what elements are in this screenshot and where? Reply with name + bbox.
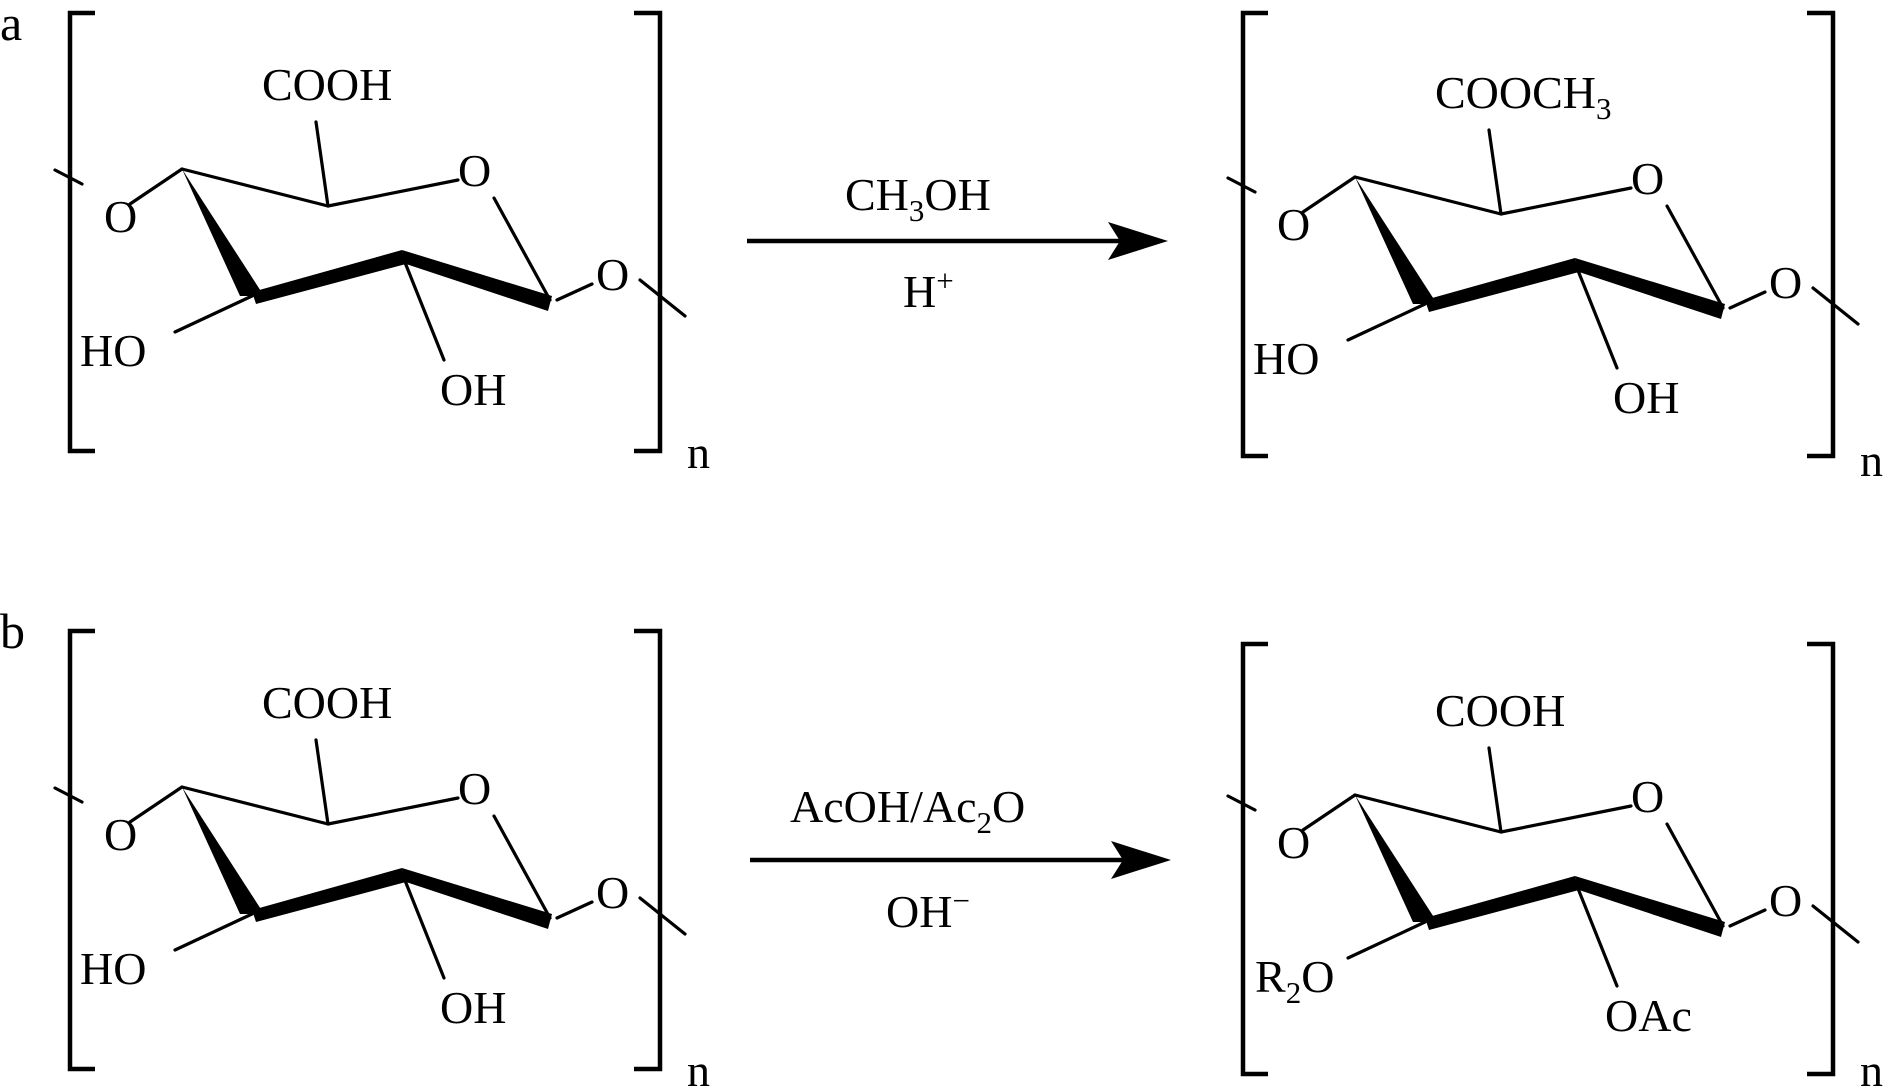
panel-b-reaction-arrow: AcOH/Ac2O OH− [750, 781, 1171, 937]
left-linker-oxygen: O [1277, 817, 1310, 868]
panel-b-product: COOH O O O R2O OAc n [1226, 641, 1883, 1090]
left-substituent-label: HO [80, 943, 146, 994]
wedge-bond [1575, 258, 1725, 319]
left-bracket [67, 628, 95, 1072]
ring-oxygen-label: O [458, 763, 491, 814]
ring-oxygen-label: O [458, 145, 491, 196]
right-bracket [1807, 10, 1836, 459]
reagent-below: H+ [903, 263, 954, 317]
glucuronic-ring [53, 738, 687, 980]
top-group-label: COOH [262, 677, 392, 728]
wedge-bond [182, 169, 264, 296]
wedge-bond [1355, 177, 1437, 304]
wedge-bond [402, 250, 552, 311]
ring-oxygen-label: O [1631, 153, 1664, 204]
left-linker-oxygen: O [1277, 199, 1310, 250]
reagent-below: OH− [886, 883, 970, 937]
arrow-head [1108, 222, 1168, 260]
reagent-above: CH3OH [845, 169, 991, 228]
glucuronic-ring [53, 120, 687, 362]
arrow-head [1111, 841, 1171, 879]
repeat-unit-n: n [1860, 435, 1883, 486]
right-linker-oxygen: O [1769, 257, 1802, 308]
reagent-above: AcOH/Ac2O [790, 781, 1025, 840]
left-substituent-label: HO [1253, 333, 1319, 384]
glucuronic-ring [1226, 128, 1860, 370]
panel-a-reaction-arrow: CH3OH H+ [747, 169, 1168, 317]
right-linker-oxygen: O [1769, 875, 1802, 926]
wedge-bond [1425, 876, 1579, 930]
top-group-label: COOH [1435, 685, 1565, 736]
ring-oxygen-label: O [1631, 771, 1664, 822]
right-bracket [634, 628, 663, 1072]
wedge-bond [1355, 795, 1437, 922]
wedge-bond [1425, 258, 1579, 312]
panel-a-product: COOCH3 O O O HO OH n [1226, 10, 1883, 486]
top-group-label: COOH [262, 59, 392, 110]
left-substituent-label: R2O [1255, 951, 1334, 1010]
panel-b-reactant: COOH O O O HO OH n [53, 628, 710, 1090]
glucuronic-ring [1226, 746, 1860, 988]
panel-label-b: b [0, 603, 25, 659]
right-substituent-label: OAc [1605, 990, 1692, 1041]
right-linker-oxygen: O [596, 867, 629, 918]
repeat-unit-n: n [1860, 1045, 1883, 1090]
repeat-unit-n: n [687, 1045, 710, 1090]
left-bracket [1240, 10, 1268, 459]
panel-a-reactant: COOH O O O HO OH n [53, 10, 710, 478]
left-linker-oxygen: O [104, 809, 137, 860]
panel-label-a: a [0, 0, 22, 51]
right-substituent-label: OH [440, 364, 506, 415]
left-linker-oxygen: O [104, 191, 137, 242]
wedge-bond [252, 250, 406, 304]
wedge-bond [252, 868, 406, 922]
right-linker-oxygen: O [596, 249, 629, 300]
right-substituent-label: OH [440, 982, 506, 1033]
wedge-bond [182, 787, 264, 914]
wedge-bond [402, 868, 552, 929]
repeat-unit-n: n [687, 427, 710, 478]
left-bracket [67, 10, 95, 454]
right-bracket [634, 10, 663, 454]
right-substituent-label: OH [1613, 372, 1679, 423]
left-bracket [1240, 641, 1268, 1077]
right-bracket [1807, 641, 1836, 1077]
left-substituent-label: HO [80, 325, 146, 376]
top-group-label: COOCH3 [1435, 67, 1612, 126]
wedge-bond [1575, 876, 1725, 937]
